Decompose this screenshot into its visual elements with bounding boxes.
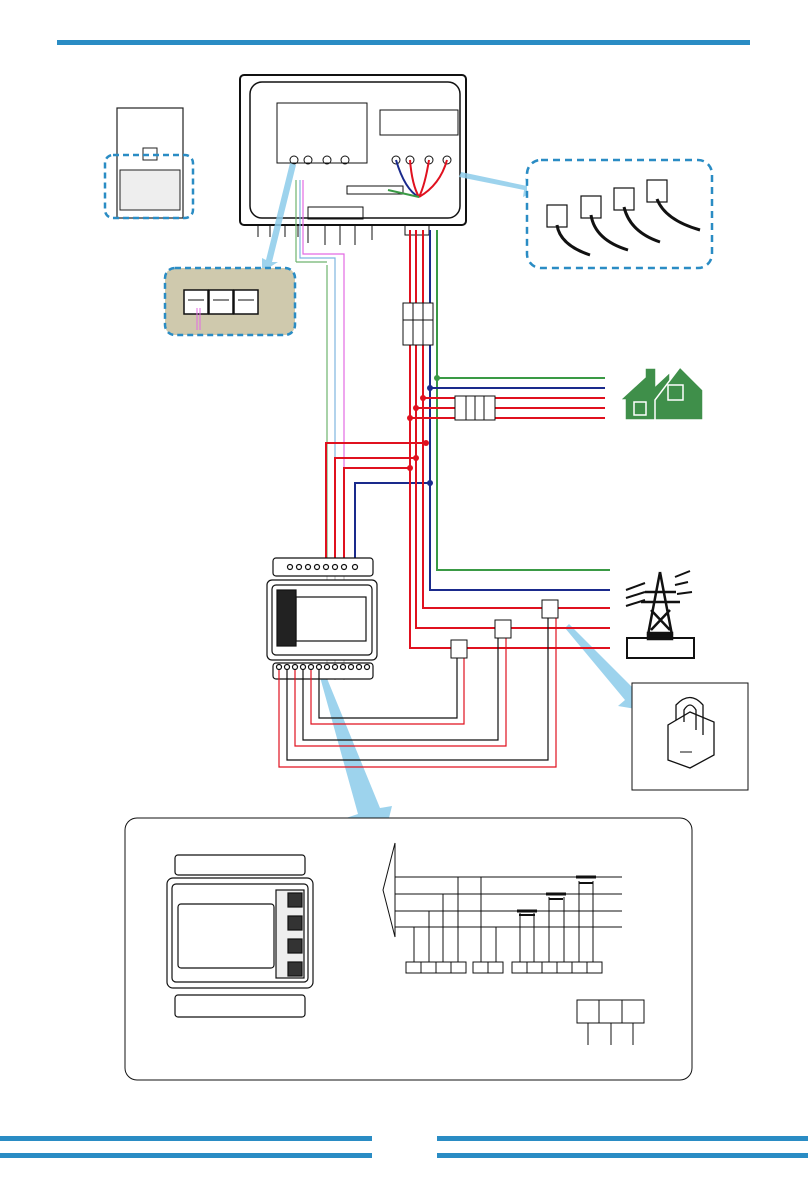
header-bar — [57, 40, 750, 45]
footer-bar-right-1 — [437, 1136, 808, 1141]
inverter-internal-wires — [388, 160, 447, 197]
footer-bar-right-2 — [437, 1153, 808, 1158]
inverter-icon — [240, 75, 466, 245]
meter-detail-panel — [125, 818, 692, 1080]
footer-bar-left-2 — [0, 1153, 372, 1158]
ct-clamps-panel — [527, 160, 712, 268]
ct-clamp-detail-box — [632, 683, 748, 790]
energy-meter-icon — [267, 558, 377, 679]
power-tower-icon — [626, 571, 694, 658]
house-icon — [620, 367, 703, 420]
rj45-ports-panel — [165, 268, 295, 335]
small-inverter-icon — [105, 108, 193, 218]
footer-bar-left-1 — [0, 1136, 372, 1141]
